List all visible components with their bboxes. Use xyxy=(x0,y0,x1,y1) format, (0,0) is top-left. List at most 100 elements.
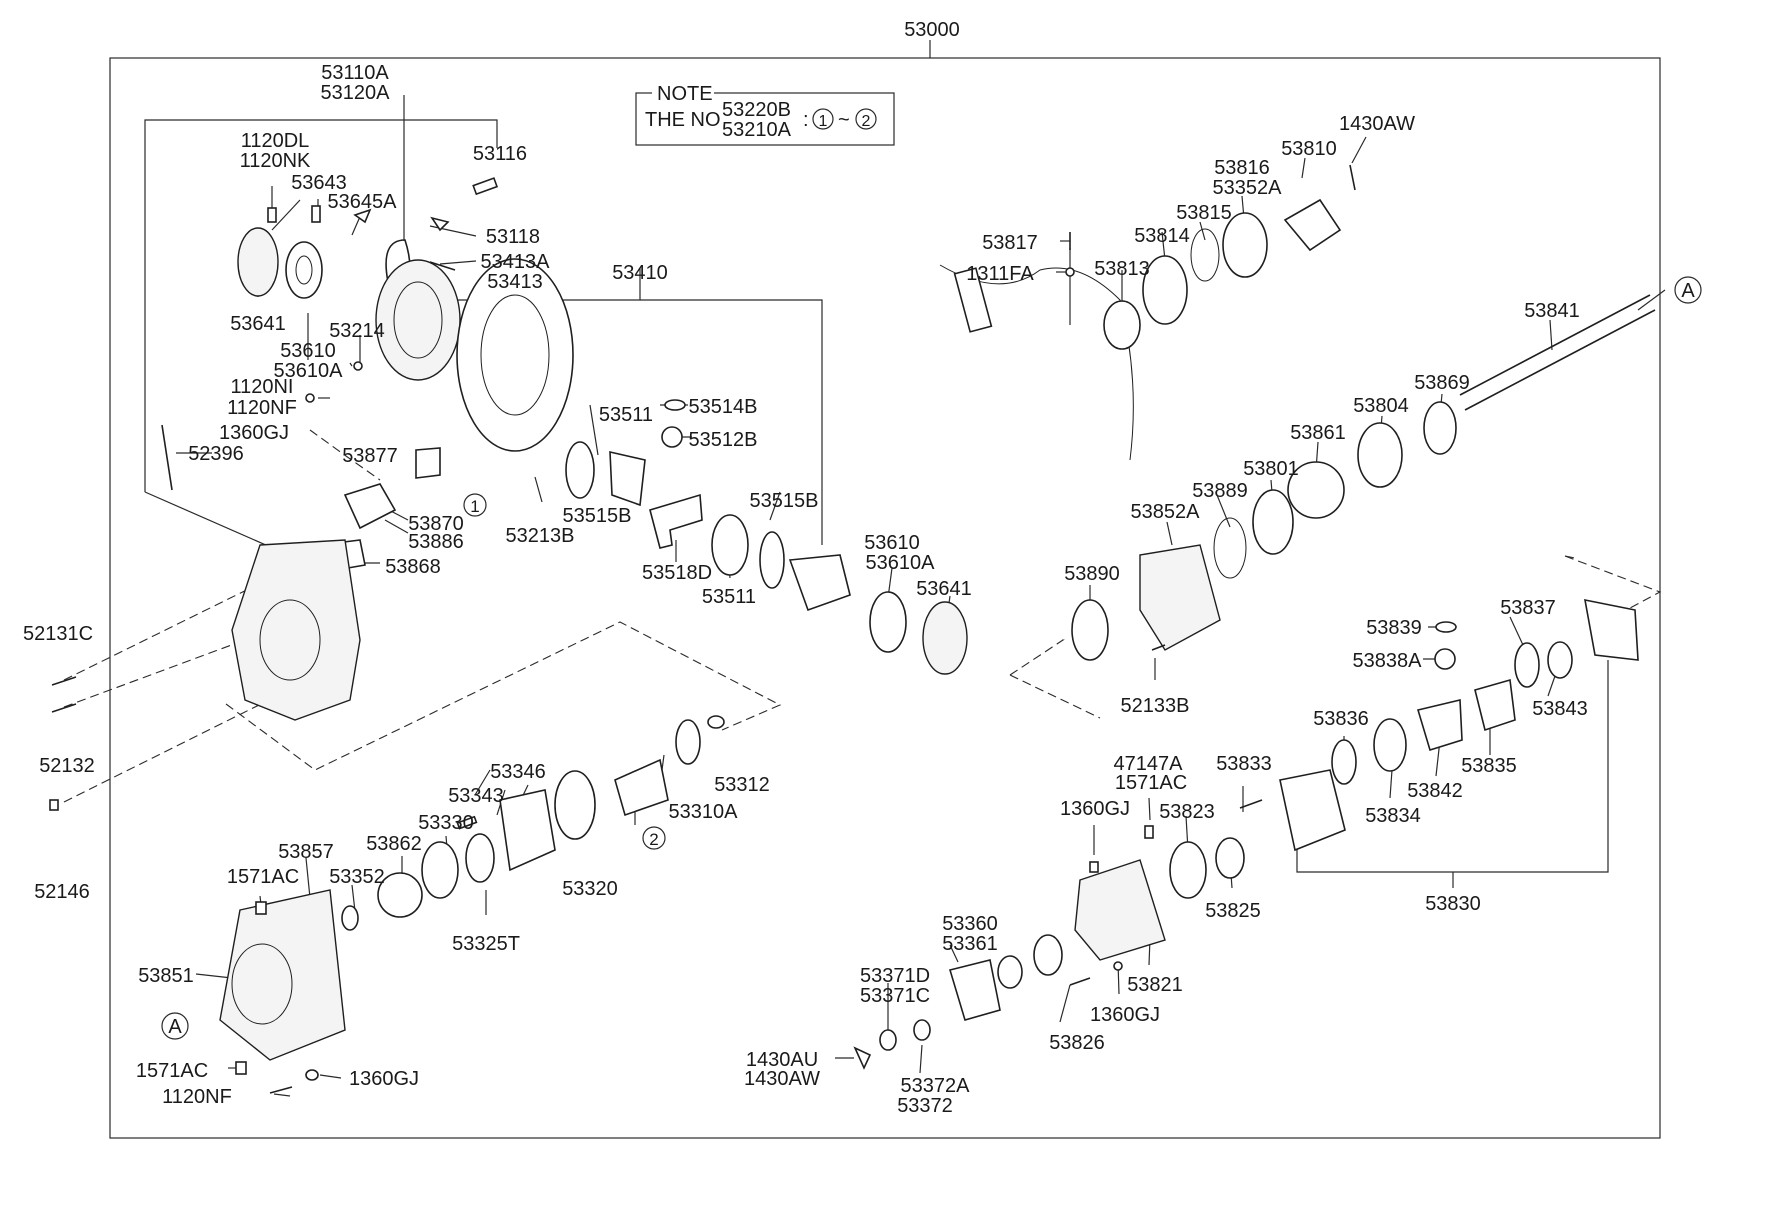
part-label: 1571AC xyxy=(227,866,299,888)
seal-53813 xyxy=(1103,300,1141,350)
note-range-end: 2 xyxy=(862,113,871,130)
part-label: 53325T xyxy=(452,933,520,955)
bearing-53804 xyxy=(1357,422,1403,488)
part-label: 53511 xyxy=(702,586,756,608)
part-label: 53833 xyxy=(1216,753,1272,775)
part-label: 53810 xyxy=(1281,138,1337,160)
part-label: 53360 xyxy=(942,913,998,935)
part-label: 53804 xyxy=(1353,395,1409,417)
flange-53360 xyxy=(948,959,1001,1021)
part-label: 53837 xyxy=(1500,597,1556,619)
differential-case-53830 xyxy=(1584,598,1639,661)
part-label: 53413 xyxy=(487,271,543,293)
part-label: 52396 xyxy=(188,443,244,465)
part-label: 53835 xyxy=(1461,755,1517,777)
part-label: 53825 xyxy=(1205,900,1261,922)
bearing-53352A xyxy=(1222,212,1268,278)
part-drawings xyxy=(49,164,1656,1094)
part-label: 53372A xyxy=(901,1075,971,1097)
part-label: 53371D xyxy=(860,965,930,987)
part-label: 53841 xyxy=(1524,300,1580,322)
part-label: 53518D xyxy=(642,562,712,584)
part-label: 53838A xyxy=(1353,650,1423,672)
part-label: 1120DL xyxy=(241,130,310,152)
part-label: 53118 xyxy=(486,226,540,248)
part-label: 53852A xyxy=(1131,501,1201,523)
breather-53877 xyxy=(415,447,441,479)
part-label: 1571AC xyxy=(136,1060,208,1082)
carrier-housing xyxy=(231,539,361,721)
cross-shaft-53518D xyxy=(649,493,703,549)
part-label: 53816 xyxy=(1214,157,1270,179)
part-label: 52132 xyxy=(39,755,95,777)
part-label: 53110A xyxy=(321,62,389,84)
bolt-52131C xyxy=(51,676,77,686)
markers: 1 2 A A xyxy=(161,276,1702,1040)
part-label: 53610A xyxy=(274,360,344,382)
part-label: 53890 xyxy=(1064,563,1120,585)
differential-case-r xyxy=(788,554,851,612)
part-label: 53511 xyxy=(599,404,653,426)
differential-case-53214 xyxy=(375,259,461,381)
part-label: 53641 xyxy=(230,313,286,335)
part-label: 1311FA xyxy=(966,263,1034,285)
seal-53890 xyxy=(1071,599,1109,661)
part-label: 53861 xyxy=(1290,422,1346,444)
part-label: 52133B xyxy=(1121,695,1190,717)
part-label: 53889 xyxy=(1192,480,1248,502)
gear-53861 xyxy=(1287,461,1345,519)
part-label: 53641 xyxy=(916,578,972,600)
note-range-start: 1 xyxy=(819,113,828,130)
part-label: 53868 xyxy=(385,556,441,578)
part-label: 1120NF xyxy=(227,397,297,419)
part-label: 53213B xyxy=(506,525,575,547)
part-label: 53352 xyxy=(329,866,385,888)
note-title: NOTE xyxy=(657,83,713,105)
cross-shaft-53842 xyxy=(1416,698,1463,752)
part-label: 53610A xyxy=(866,552,936,574)
part-label: 53320 xyxy=(562,878,618,900)
part-label: 53823 xyxy=(1159,801,1215,823)
flange-53810 xyxy=(1283,198,1342,252)
part-label: 53842 xyxy=(1407,780,1463,802)
part-label: 53310A xyxy=(669,801,739,823)
part-label: 53813 xyxy=(1094,258,1150,280)
extension-housing-53821 xyxy=(1074,859,1166,961)
part-label: 1360GJ xyxy=(1060,798,1130,820)
side-gear-53511 xyxy=(609,450,646,507)
bearing-53814 xyxy=(1142,255,1188,325)
part-label: 53371C xyxy=(860,985,930,1007)
marker-a-case: A xyxy=(168,1016,182,1038)
note-colon: : xyxy=(803,109,809,131)
part-label: 53862 xyxy=(366,833,422,855)
main-assembly-number: 53000 xyxy=(904,19,960,41)
part-label: 1571AC xyxy=(1115,772,1187,794)
part-label: 1120NK xyxy=(240,150,311,172)
part-label: 53839 xyxy=(1366,617,1422,639)
part-label: 53312 xyxy=(714,774,770,796)
side-gear-53834 xyxy=(1373,718,1407,772)
part-label: 53330 xyxy=(418,812,474,834)
bearing-53320 xyxy=(554,770,596,840)
part-label: 1360GJ xyxy=(219,422,289,444)
side-gear-53835 xyxy=(1474,678,1516,732)
part-label: 53821 xyxy=(1127,974,1183,996)
housing-53346 xyxy=(499,789,556,872)
part-label: 53361 xyxy=(942,933,998,955)
part-label: 53877 xyxy=(342,445,398,467)
marker-2: 2 xyxy=(649,830,658,849)
cover-53870 xyxy=(343,483,397,530)
part-label: 53410 xyxy=(612,262,668,284)
part-label: 53120A xyxy=(321,82,391,104)
part-label: 53413A xyxy=(481,251,551,273)
part-label: 53836 xyxy=(1313,708,1369,730)
part-labels: 53110A 53120A 1120DL 1120NK 53643 53645A… xyxy=(23,62,1588,1117)
bearing-53823 xyxy=(1169,841,1207,899)
part-label: 53843 xyxy=(1532,698,1588,720)
marker-1: 1 xyxy=(470,497,479,516)
part-label: 52146 xyxy=(34,881,90,903)
bearing-53869 xyxy=(1423,401,1457,455)
part-label: 53815 xyxy=(1176,202,1232,224)
part-label: 1430AW xyxy=(1339,113,1415,135)
part-label: 53857 xyxy=(278,841,334,863)
